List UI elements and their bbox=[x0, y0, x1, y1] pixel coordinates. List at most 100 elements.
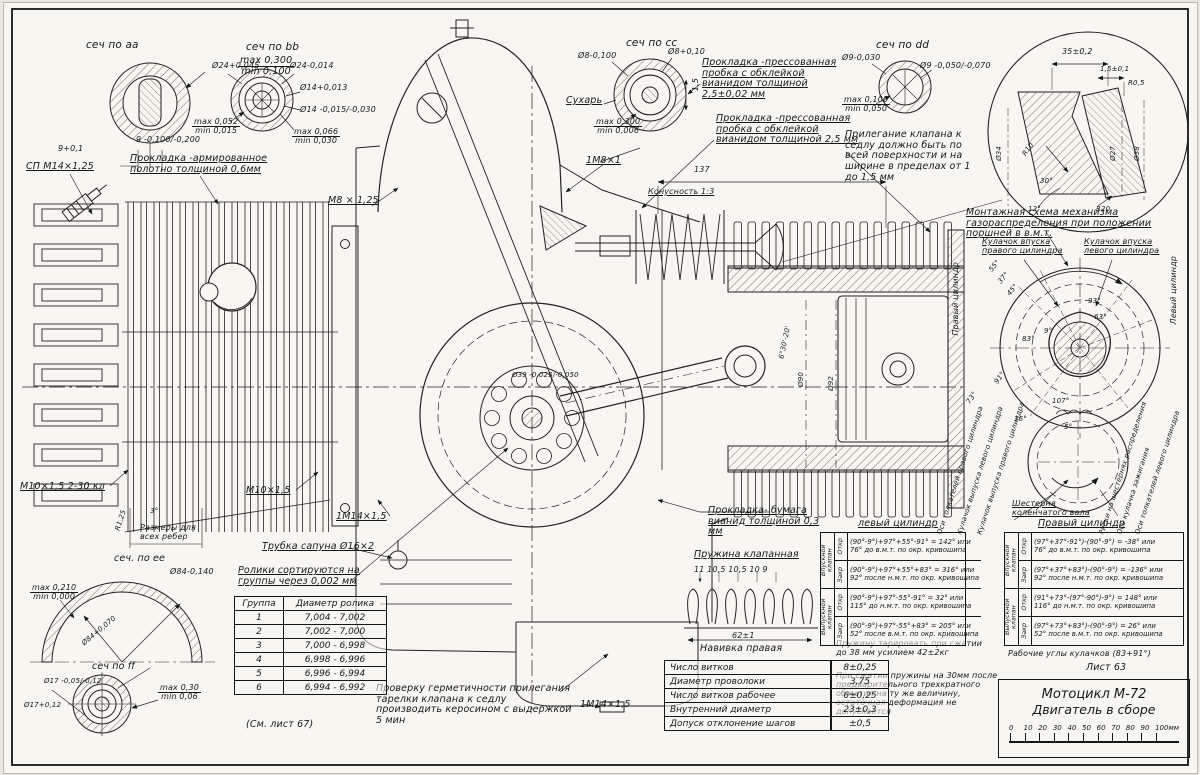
spring-spec-row: Диаметр проволоки 3,75 bbox=[665, 674, 888, 688]
cc-d2: Ø8+0,10 bbox=[668, 47, 705, 56]
detail-d8: Ø34 bbox=[995, 146, 1003, 161]
valve-seat-detail bbox=[781, 31, 1189, 263]
note-rollers: Ролики сортируются на группы через 0,002… bbox=[238, 565, 360, 587]
ruler-tick: 10 bbox=[1024, 724, 1039, 741]
cam-crank-gear: Шестерня коленчатого вала bbox=[1012, 499, 1090, 517]
left-state-1: Откр bbox=[835, 533, 848, 561]
cam-angle-16: 16° bbox=[1014, 415, 1027, 423]
ff-d2: Ø17+0,12 bbox=[24, 701, 62, 709]
paper-background bbox=[3, 2, 1198, 774]
leader-lines bbox=[69, 83, 1113, 709]
left-cyl-timing-table: Впускной клапан Выпускной клапан Откр (9… bbox=[820, 532, 982, 646]
cam-in-right: Кулачок впуска правого цилиндра bbox=[982, 237, 1063, 255]
note-kerosene: Проверку герметичности прилегания тарелк… bbox=[376, 683, 572, 726]
detail-d6: 12° bbox=[1028, 205, 1041, 213]
spring-coil-numbers: 11 10,5 10,5 10 9 bbox=[694, 565, 768, 574]
note-m8x1: 1М8×1 bbox=[586, 155, 622, 166]
aa-dim-pos: 9+0,1 bbox=[58, 144, 84, 153]
bb-d4: Ø14 -0,015/-0,030 bbox=[300, 105, 376, 114]
cam-angle-93: 93° bbox=[1088, 297, 1101, 305]
ruler-tick: 70 bbox=[1111, 724, 1126, 741]
left-valve-in: Впускной клапан bbox=[821, 533, 835, 589]
right-cyl-table-header: Правый цилиндр bbox=[1038, 518, 1126, 529]
right-state-4: Закр bbox=[1019, 617, 1032, 645]
section-dd bbox=[871, 60, 933, 114]
cc-d1: Ø8-0,100 bbox=[578, 51, 617, 60]
note-valve-seat: Прилегание клапана к седлу должно быть п… bbox=[845, 129, 971, 183]
detail-d2: 1,5±0,1 bbox=[1100, 65, 1130, 73]
right-cyl-timing-table: Впускной клапан Выпускной клапан Откр (9… bbox=[1004, 532, 1184, 646]
left-cyl-table-header: левый цилиндр bbox=[858, 518, 938, 529]
cam-right-cyl: Правый цилиндр bbox=[951, 262, 960, 336]
title-line2: Двигатель в сборе bbox=[1032, 702, 1156, 717]
ff-d1: Ø17 -0,05/-0,12 bbox=[44, 677, 102, 685]
sheet-number: Лист 63 bbox=[1086, 662, 1127, 673]
ruler-tick: 20 bbox=[1038, 724, 1053, 741]
ruler-tick: 80 bbox=[1126, 724, 1141, 741]
right-valve-out: Выпускной клапан bbox=[1005, 589, 1019, 645]
cam-angle-83: 83° bbox=[1022, 335, 1035, 343]
valve-spring-sketch bbox=[684, 572, 818, 643]
note-m10: М10×1,5 bbox=[246, 485, 291, 496]
dd-d2: Ø9 -0,050/-0,070 bbox=[920, 61, 991, 70]
left-state-2: Закр bbox=[835, 561, 848, 589]
note-head-gasket: Прокладка -армированное полотно толщиной… bbox=[130, 153, 268, 175]
bb-d3: Ø14+0,013 bbox=[300, 83, 348, 92]
ruler-tick: 40 bbox=[1067, 724, 1082, 741]
cam-angle-5: 5° bbox=[1064, 423, 1073, 431]
right-state-1: Откр bbox=[1019, 533, 1032, 561]
spring-length: 62±1 bbox=[732, 631, 755, 640]
dim-d92: Ø92 bbox=[827, 376, 835, 391]
cc-dim: 1,5 bbox=[691, 78, 700, 92]
note-3deg: 3° bbox=[150, 507, 159, 515]
note-press-gasket-1: Прокладка -прессованная пробка с обклейк… bbox=[702, 57, 837, 100]
left-state-3: Откр bbox=[835, 589, 848, 617]
section-aa-title: сеч по аа bbox=[86, 39, 139, 51]
spring-winding: Навивка правая bbox=[700, 643, 783, 654]
roller-table-row: 6 6,994 - 6,992 bbox=[235, 680, 386, 694]
cam-angle-63: 63° bbox=[1094, 313, 1107, 321]
section-dd-title: сеч по dd bbox=[876, 39, 930, 51]
ruler-tick: 30 bbox=[1053, 724, 1068, 741]
note-plug: СП М14×1,25 bbox=[26, 161, 94, 172]
roller-table-row: 3 7,000 - 6,998 bbox=[235, 638, 386, 652]
spring-spec-row: Внутренний диаметр 23±0,3 bbox=[665, 702, 888, 716]
note-press-gasket-2: Прокладка -прессованная пробка с обклейк… bbox=[716, 113, 859, 146]
roller-table-row: 1 7,004 - 7,002 bbox=[235, 610, 386, 624]
ruler-tick: 100мм bbox=[1155, 724, 1180, 741]
note-taper: Конусность 1:3 bbox=[648, 187, 715, 196]
spring-spec-table: Число витков 8±0,25 Диаметр проволоки 3,… bbox=[664, 660, 889, 731]
detail-d3: R0,5 bbox=[1128, 79, 1145, 87]
cam-angle-107: 107° bbox=[1052, 397, 1070, 405]
note-work-angles: Рабочие углы кулачков (83+91°) bbox=[1008, 649, 1151, 658]
section-ee-title-ref: сеч. по ее bbox=[114, 553, 165, 564]
note-fins: Размеры для всех ребер bbox=[140, 523, 196, 541]
roller-groups-table: Группа Диаметр ролика 1 7,004 - 7,002 2 … bbox=[234, 596, 387, 695]
note-1m14-sump: 1М14×1,5 bbox=[580, 699, 631, 710]
bb-d2: Ø24-0,014 bbox=[290, 61, 334, 70]
main-engine-section bbox=[22, 19, 966, 713]
right-valve-in: Впускной клапан bbox=[1005, 533, 1019, 589]
note-breather: Трубка сапуна Ø16×2 bbox=[262, 541, 375, 552]
note-1m14: 1М14×1,5 bbox=[336, 511, 387, 522]
dim-137: 137 bbox=[694, 165, 710, 174]
cc-part: Сухарь bbox=[566, 95, 603, 106]
section-aa bbox=[109, 62, 206, 172]
ruler-tick: 90 bbox=[1140, 724, 1155, 741]
ee-dout: Ø84-0,140 bbox=[170, 567, 214, 576]
section-bb bbox=[227, 68, 301, 132]
dim-d90: Ø90 bbox=[797, 372, 805, 387]
ruler-tick: 60 bbox=[1097, 724, 1112, 741]
right-state-3: Откр bbox=[1019, 589, 1032, 617]
